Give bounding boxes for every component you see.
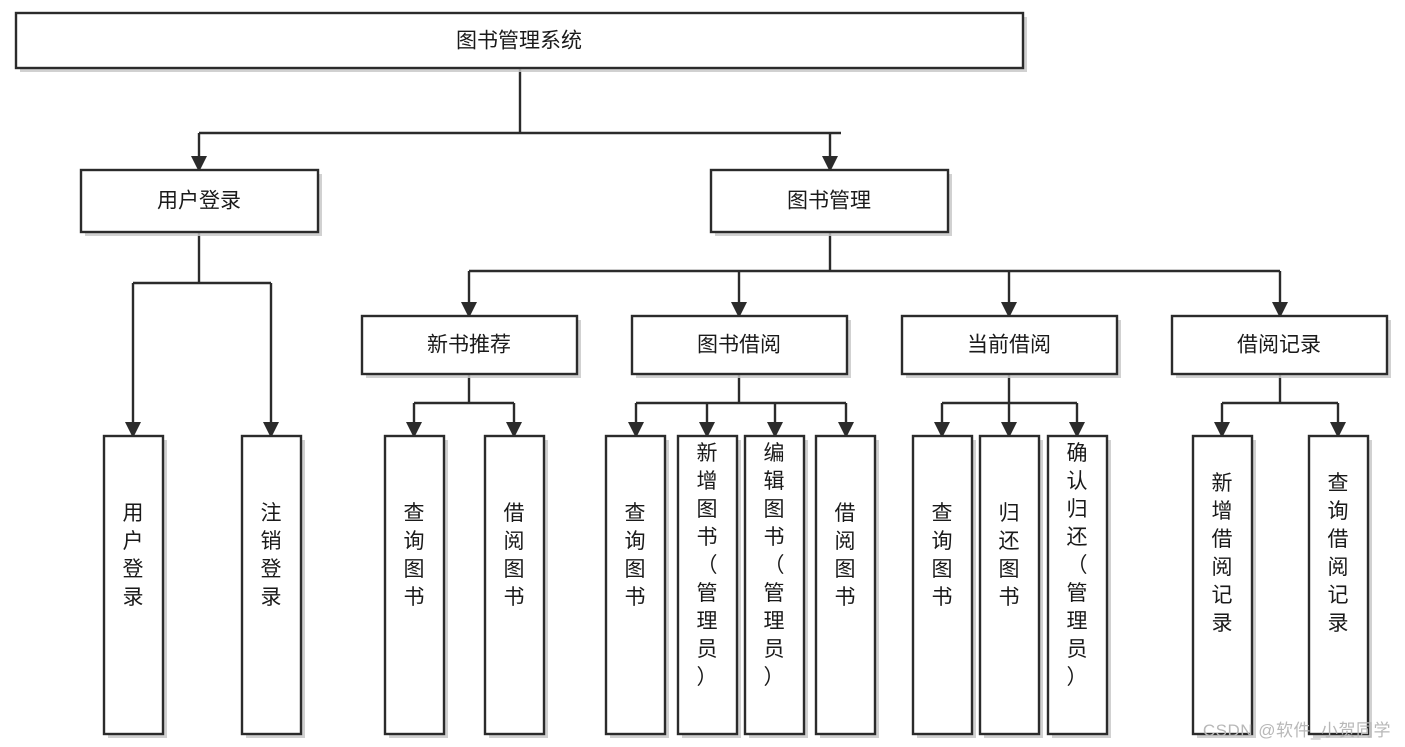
leaf-borrow-book-1[interactable]: 借阅图书 [483,434,548,738]
node-borrow-record-label: 借阅记录 [1237,334,1321,357]
leaf-edit-book-box [743,434,806,736]
node-user-login-label: 用户登录 [157,190,241,213]
leaf-logout-box [240,434,303,736]
leaf-query-book-2[interactable]: 查询图书 [604,434,669,738]
arrowhead-leaf-return-book [1001,422,1017,438]
leaf-query-book-1[interactable]: 查询图书 [383,434,448,738]
arrowhead-leaf-query-book-3 [934,422,950,438]
arrowhead-leaf-add-record [1214,422,1230,438]
leaf-query-book-3[interactable]: 查询图书 [911,434,976,738]
node-borrow-record[interactable]: 借阅记录 [1170,314,1391,378]
leaf-borrow-book-1-label: 借阅图书 [504,502,525,609]
leaf-query-book-3-label: 查询图书 [932,502,953,609]
arrowhead-book-borrow [731,302,747,318]
leaf-user-login-label: 用户登录 [123,502,144,609]
node-book-borrow-label: 图书借阅 [697,334,781,357]
node-root-label: 图书管理系统 [456,30,582,53]
leaf-borrow-book-2-box [814,434,877,736]
leaf-query-record[interactable]: 查询借阅记录 [1307,434,1372,738]
leaf-return-book-label: 归还图书 [999,502,1020,609]
leaf-edit-book[interactable]: 编辑图书（管理员） [743,434,808,738]
leaf-user-login-box [102,434,165,736]
arrowhead-current-borrow [1001,302,1017,318]
leaf-edit-book-label: 编辑图书（管理员） [764,442,785,689]
leaf-borrow-book-2-label: 借阅图书 [835,502,856,609]
leaf-return-book[interactable]: 归还图书 [978,434,1043,738]
leaf-add-book-label: 新增图书（管理员） [697,442,718,689]
leaf-query-book-2-label: 查询图书 [625,502,646,609]
arrowhead-borrow-record [1272,302,1288,318]
arrowhead-leaf-user-login [125,422,141,438]
arrowhead-leaf-confirm-return [1069,422,1085,438]
arrowhead-leaf-query-book-2 [628,422,644,438]
leaf-query-book-3-box [911,434,974,736]
leaf-query-book-1-label: 查询图书 [404,502,425,609]
arrowhead-leaf-query-book-1 [406,422,422,438]
leaf-borrow-book-1-box [483,434,546,736]
node-current-borrow[interactable]: 当前借阅 [900,314,1121,378]
leaf-query-book-2-box [604,434,667,736]
node-new-book-rec-label: 新书推荐 [427,334,511,357]
leaf-query-book-1-box [383,434,446,736]
leaf-query-record-label: 查询借阅记录 [1328,472,1349,635]
leaf-add-record[interactable]: 新增借阅记录 [1191,434,1256,738]
leaf-confirm-return-label: 确认归还（管理员） [1067,442,1088,689]
node-book-borrow-box [630,314,849,376]
node-book-manage-box [709,168,950,234]
leaf-query-record-box [1307,434,1370,736]
leaf-confirm-return[interactable]: 确认归还（管理员） [1046,434,1111,738]
leaf-add-book-box [676,434,739,736]
arrowhead-user-login [191,156,207,172]
leaf-logout[interactable]: 注销登录 [240,434,305,738]
leaf-return-book-box [978,434,1041,736]
node-current-borrow-label: 当前借阅 [967,334,1051,357]
node-root[interactable]: 图书管理系统 [14,11,1027,72]
node-root-box [14,11,1025,70]
arrowhead-leaf-borrow-book-2 [838,422,854,438]
leaf-add-book[interactable]: 新增图书（管理员） [676,434,741,738]
node-current-borrow-box [900,314,1119,376]
node-new-book-rec[interactable]: 新书推荐 [360,314,581,378]
node-book-manage-label: 图书管理 [787,190,871,213]
node-borrow-record-box [1170,314,1389,376]
leaf-add-record-label: 新增借阅记录 [1212,472,1233,635]
node-new-book-rec-box [360,314,579,376]
arrowhead-leaf-add-book [699,422,715,438]
node-user-login-box [79,168,320,234]
leaf-user-login[interactable]: 用户登录 [102,434,167,738]
arrowhead-book-manage [822,156,838,172]
leaf-logout-label: 注销登录 [261,502,282,609]
node-book-manage[interactable]: 图书管理 [709,168,952,236]
node-book-borrow[interactable]: 图书借阅 [630,314,851,378]
connector-layer [125,68,1346,438]
leaf-confirm-return-box [1046,434,1109,736]
arrowhead-leaf-borrow-book-1 [506,422,522,438]
arrowhead-leaf-edit-book [767,422,783,438]
node-user-login[interactable]: 用户登录 [79,168,322,236]
leaf-borrow-book-2[interactable]: 借阅图书 [814,434,879,738]
arrowhead-leaf-query-record [1330,422,1346,438]
arrowhead-leaf-logout [263,422,279,438]
arrowhead-new-book-rec [461,302,477,318]
leaf-add-record-box [1191,434,1254,736]
